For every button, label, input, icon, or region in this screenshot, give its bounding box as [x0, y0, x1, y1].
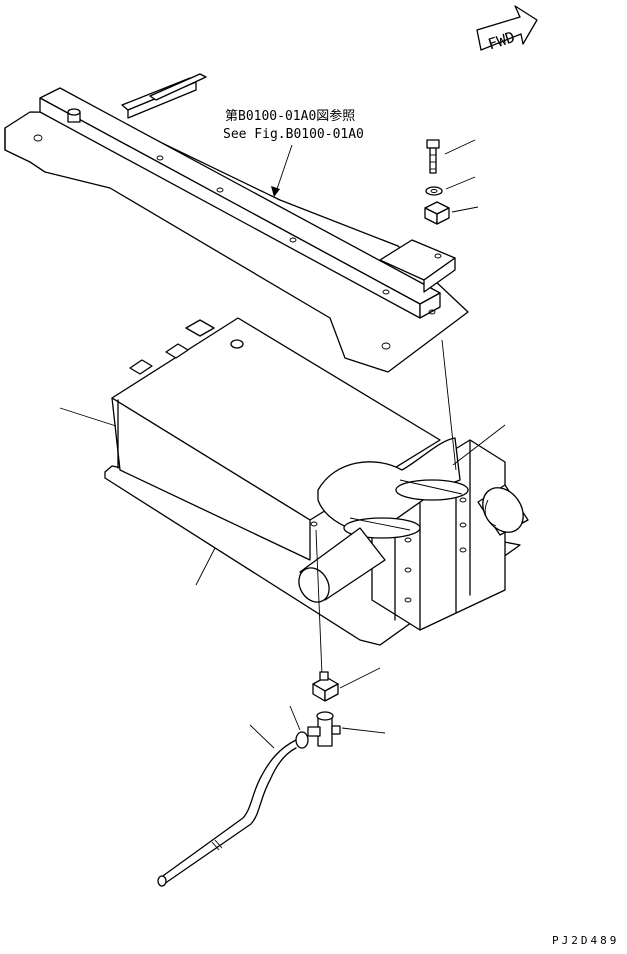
- leader-tank-side: [59, 407, 117, 427]
- drain-valve: [307, 711, 386, 747]
- square-nut: [424, 201, 479, 225]
- leader-tank-bottom: [195, 547, 216, 586]
- drain-hose: [157, 724, 297, 887]
- reference-note-jp: 第B0100-01A0図参照: [225, 108, 355, 124]
- drain-plug: [310, 521, 381, 702]
- bolt: [426, 139, 476, 174]
- fwd-arrow-icon: FWD: [476, 5, 538, 53]
- mounting-frame: [4, 73, 469, 373]
- washer: [425, 176, 476, 196]
- tank-body: [104, 317, 529, 646]
- drawing-code: PJ2D489: [552, 934, 619, 947]
- leader-duct: [452, 424, 506, 466]
- leader-bolt-dashed: [441, 339, 457, 471]
- reference-note-en: See Fig.B0100-01A0: [223, 127, 364, 142]
- reference-leader: [271, 144, 293, 197]
